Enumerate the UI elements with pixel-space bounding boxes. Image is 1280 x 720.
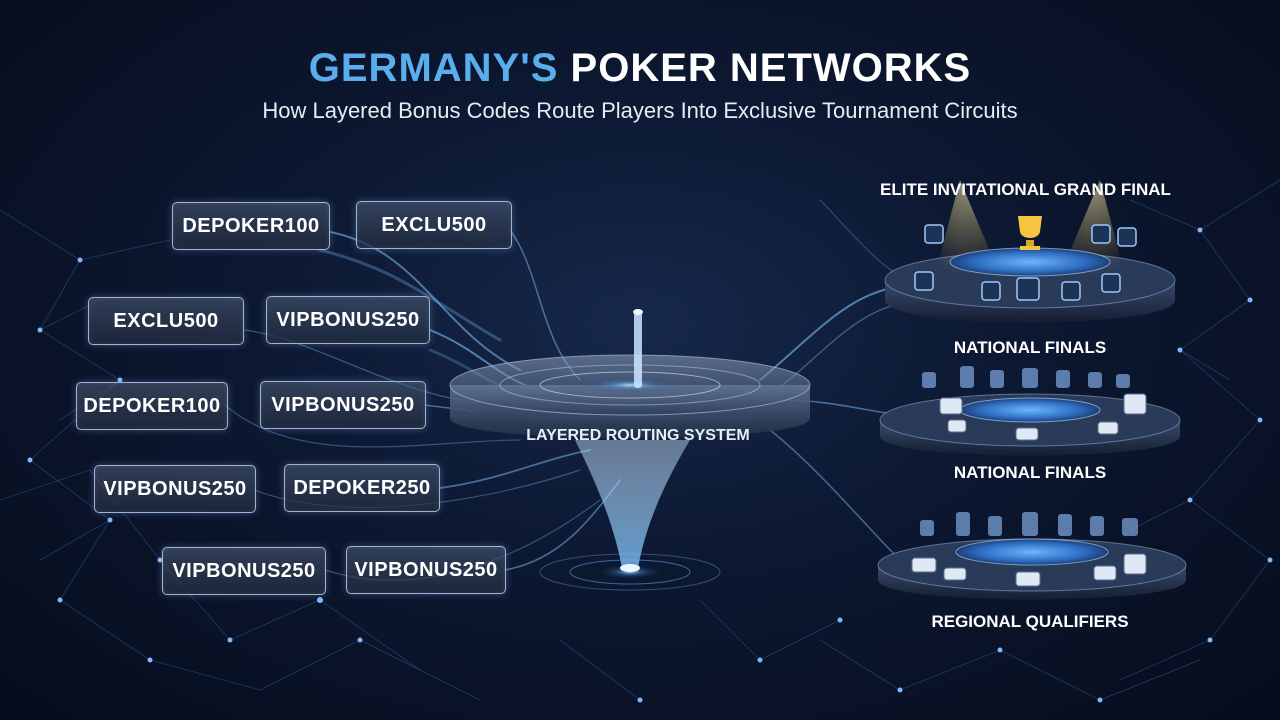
tier-national-platform-1 [879,366,1181,456]
network-nodes [27,227,1273,703]
tier-elite-platform [884,180,1176,323]
chip-stacks [939,393,1147,441]
bonus-code-chip[interactable]: DEPOKER100 [76,382,228,430]
tier-label-national-2: NATIONAL FINALS [953,463,1107,482]
title-rest: POKER NETWORKS [558,46,972,90]
bonus-code-chip[interactable]: EXCLU500 [88,297,244,345]
routing-funnel: LAYERED ROUTING SYSTEM [449,309,811,591]
tier-national-platform-2 [877,512,1187,600]
bonus-code-chip[interactable]: EXCLU500 [356,201,512,249]
player-avatars [914,224,1137,301]
crowd-silhouettes [920,512,1138,536]
title-accent: GERMANY'S [308,46,559,90]
page-subtitle: How Layered Bonus Codes Route Players In… [262,98,1018,123]
bonus-code-chip[interactable]: DEPOKER250 [284,464,440,512]
bonus-code-chip[interactable]: VIPBONUS250 [346,546,506,594]
funnel-label: LAYERED ROUTING SYSTEM [526,427,749,444]
bonus-code-chip[interactable]: VIPBONUS250 [260,381,426,429]
network-mesh [0,179,1280,701]
tier-label-national-1: NATIONAL FINALS [953,338,1107,357]
bonus-code-chip[interactable]: DEPOKER100 [172,202,330,250]
bonus-code-chip[interactable]: VIPBONUS250 [162,547,326,595]
page-title: GERMANY'S POKER NETWORKS [0,46,1280,91]
bonus-code-chip[interactable]: VIPBONUS250 [94,465,256,513]
tier-label-elite: ELITE INVITATIONAL GRAND FINAL [880,180,1171,199]
chip-stacks [911,553,1147,587]
crowd-silhouettes [922,366,1130,388]
trophy-icon [1018,216,1042,250]
bonus-code-chip[interactable]: VIPBONUS250 [266,296,430,344]
tier-label-regional: REGIONAL QUALIFIERS [931,612,1129,631]
